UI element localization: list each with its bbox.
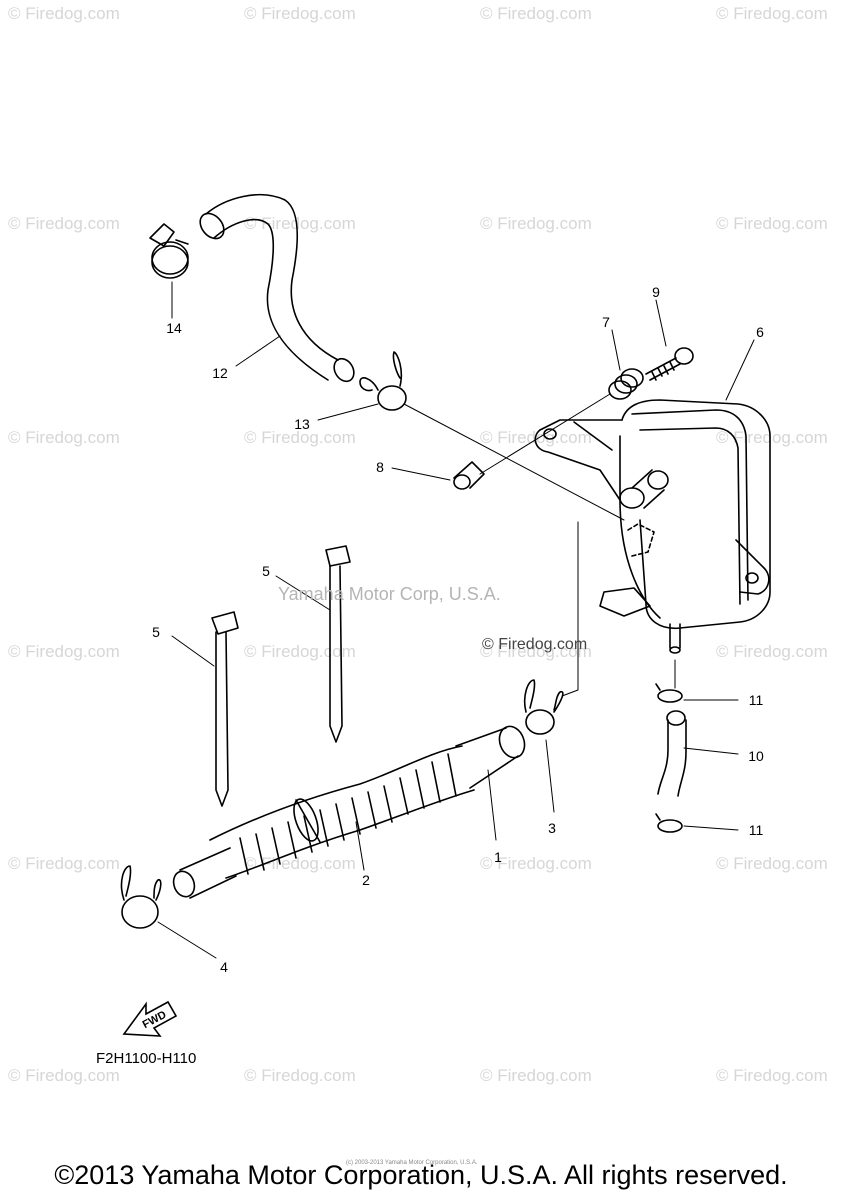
watermark: © Firedog.com: [244, 214, 356, 233]
part-3-clip: [523, 679, 564, 735]
callout-4: 4: [220, 959, 228, 975]
callout-8: 8: [376, 459, 384, 475]
center-watermark: Yamaha Motor Corp, U.S.A.: [278, 584, 501, 604]
part-8-collar: [453, 461, 485, 490]
copyright-footer: ©2013 Yamaha Motor Corporation, U.S.A. A…: [54, 1160, 788, 1190]
part-10-hose: [657, 710, 687, 797]
callout-2: 2: [362, 872, 370, 888]
watermark: © Firedog.com: [716, 428, 828, 447]
part-14-clamp: [149, 223, 189, 279]
watermark: © Firedog.com: [244, 854, 356, 873]
watermark: © Firedog.com: [480, 854, 592, 873]
callout-1: 1: [494, 849, 502, 865]
watermark: © Firedog.com: [8, 4, 120, 23]
watermark: © Firedog.com: [716, 4, 828, 23]
watermark: © Firedog.com: [244, 4, 356, 23]
part-7-grommet: [608, 368, 644, 400]
watermark: © Firedog.com: [480, 214, 592, 233]
part-12-hose: [205, 193, 339, 361]
watermark: © Firedog.com: [480, 4, 592, 23]
small-copyright-note: (c) 2003-2013 Yamaha Motor Corporation, …: [346, 1160, 478, 1166]
watermark: © Firedog.com: [480, 1066, 592, 1085]
callout-13: 13: [294, 416, 310, 432]
watermark: © Firedog.com: [244, 428, 356, 447]
part-11-clip-top: [655, 683, 683, 703]
watermark: © Firedog.com: [716, 642, 828, 661]
fwd-arrow: [122, 1000, 178, 1037]
callout-10: 10: [748, 748, 764, 764]
part-12-hose-outline: [213, 218, 329, 381]
part-11-clip-bottom: [655, 813, 683, 833]
diagram-code: F2H1100-H110: [96, 1050, 197, 1067]
part-4-clip: [120, 865, 162, 929]
part-9-bolt: [645, 347, 694, 381]
watermark: © Firedog.com: [8, 428, 120, 447]
watermark: © Firedog.com: [244, 642, 356, 661]
part-13-clip: [359, 351, 407, 411]
watermark: © Firedog.com: [716, 1066, 828, 1085]
firedog-inline-watermark: © Firedog.com: [482, 636, 588, 653]
watermark: © Firedog.com: [8, 642, 120, 661]
watermark: © Firedog.com: [244, 1066, 356, 1085]
watermark: © Firedog.com: [716, 854, 828, 873]
part-5-tie-left: [211, 611, 239, 807]
part-6-housing: [534, 399, 771, 654]
part-12-end-top: [199, 212, 225, 240]
part-2-hose: [209, 745, 475, 879]
part-1-hose: [455, 725, 526, 789]
part-5-tie-right: [325, 545, 351, 743]
callout-11-bottom: 11: [748, 822, 764, 838]
callout-6: 6: [756, 324, 764, 340]
watermark: © Firedog.com: [716, 214, 828, 233]
part-12-end-bottom: [333, 357, 355, 383]
callout-5-left: 5: [152, 624, 160, 640]
watermark: © Firedog.com: [8, 214, 120, 233]
callout-14: 14: [166, 320, 182, 336]
callout-5-right: 5: [262, 563, 270, 579]
callout-7: 7: [602, 314, 610, 330]
part-4-hose-end: [172, 847, 237, 899]
callout-9: 9: [652, 284, 660, 300]
watermark: © Firedog.com: [8, 1066, 120, 1085]
callout-3: 3: [548, 820, 556, 836]
callout-12: 12: [212, 365, 228, 381]
callout-11-top: 11: [748, 692, 764, 708]
watermark: © Firedog.com: [480, 642, 592, 661]
watermark: © Firedog.com: [8, 854, 120, 873]
